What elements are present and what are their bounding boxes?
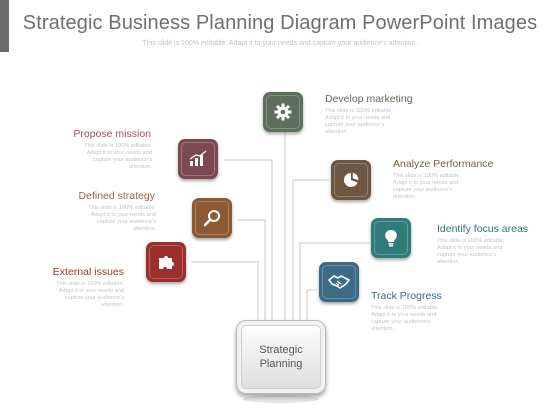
slide-title: Strategic Business Planning Diagram Powe…	[22, 12, 538, 34]
track-progress-label: Track Progress	[371, 290, 442, 302]
magnifier-icon	[203, 210, 220, 227]
strategic-planning-box: Strategic Planning	[236, 320, 326, 403]
analyze-performance-label: Analyze Performance	[393, 158, 494, 170]
propose-mission-tile	[178, 139, 218, 179]
external-issues-label: External issues	[52, 266, 124, 278]
analyze-performance-description: This slide is 100% editable. Adapt it to…	[393, 173, 461, 200]
defined-strategy-tile	[192, 198, 232, 238]
slide-accent-bar	[0, 0, 9, 52]
connector-defined-strategy	[237, 219, 266, 320]
handshake-icon	[328, 275, 350, 289]
develop-marketing-label: Develop marketing	[325, 93, 413, 105]
bar-chart-icon	[189, 150, 207, 166]
slide-subtitle: This slide is 100% editable. Adapt it to…	[142, 40, 418, 47]
gear-icon	[274, 103, 292, 121]
puzzle-icon	[159, 256, 174, 269]
track-progress-description: This slide is 100% editable. Adapt it to…	[371, 305, 439, 332]
pie-chart-icon	[344, 172, 359, 187]
connector-identify-focus	[299, 242, 369, 320]
defined-strategy-description: This slide is 100% editable. Adapt it to…	[88, 205, 156, 232]
identify-focus-areas-description: This slide is 100% editable. Adapt it to…	[437, 238, 505, 265]
propose-mission-description: This slide is 100% editable. Adapt it to…	[84, 143, 152, 170]
defined-strategy-label: Defined strategy	[78, 190, 155, 202]
center-label-line2: Planning	[259, 358, 303, 370]
analyze-performance-tile	[331, 160, 371, 200]
lightbulb-icon	[385, 229, 397, 247]
external-issues-tile	[146, 242, 186, 282]
develop-marketing-description: This slide is 100% editable. Adapt it to…	[325, 108, 393, 135]
track-progress-tile	[319, 262, 359, 302]
external-issues-description: This slide is 100% editable. Adapt it to…	[56, 281, 124, 308]
identify-focus-areas-tile	[371, 218, 411, 258]
connector-propose-mission	[224, 159, 273, 320]
connector-analyze-performance	[292, 179, 329, 320]
connector-track-progress	[306, 289, 317, 320]
propose-mission-label: Propose mission	[73, 128, 151, 140]
identify-focus-areas-label: Identify focus areas	[437, 223, 529, 235]
connector-external-issues	[191, 261, 259, 320]
center-label-line1: Strategic	[259, 344, 303, 356]
develop-marketing-tile	[263, 92, 303, 132]
